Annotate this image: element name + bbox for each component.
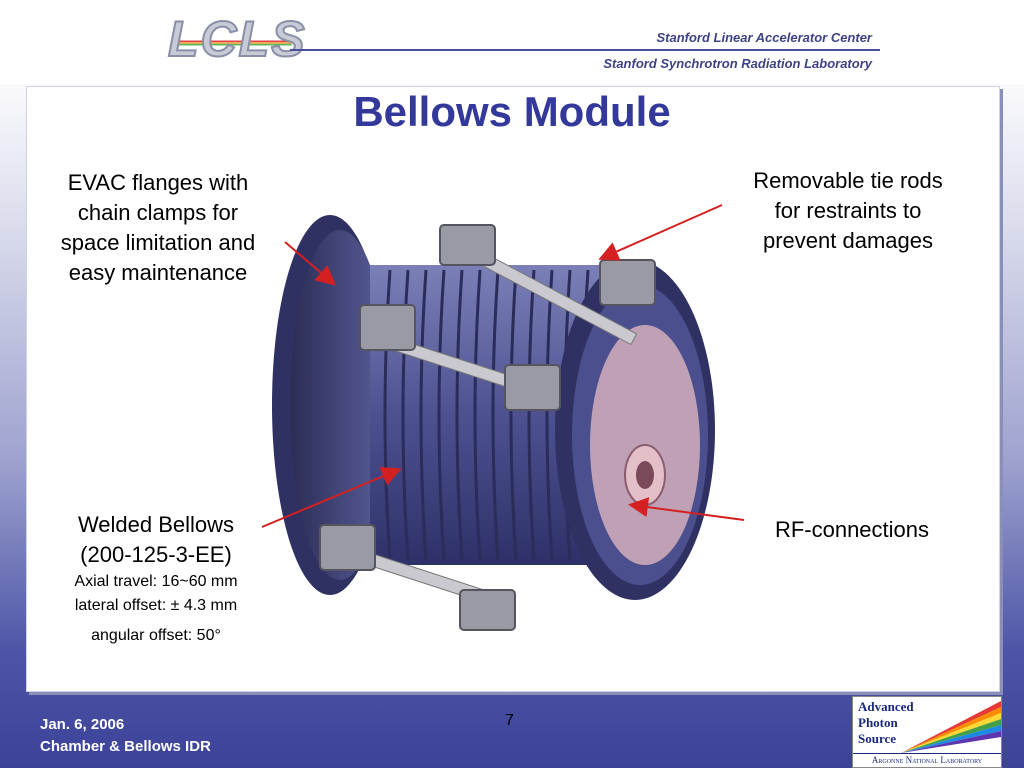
org-line-2: Stanford Synchrotron Radiation Laborator… [603,56,872,71]
org-line-1: Stanford Linear Accelerator Center [656,30,872,45]
aps-lab-name: Argonne National Laboratory [853,753,1001,767]
footer-event: Chamber & Bellows IDR [40,738,211,755]
footer-info: Jan. 6, 2006 Chamber & Bellows IDR [40,714,211,758]
logo-text: LCLS [167,10,307,68]
label-rf: RF-connections [774,517,930,542]
logo-stripes [175,40,292,46]
footer-date: Jan. 6, 2006 [40,716,125,733]
label-bellows: Welded Bellows (200-125-3-EE) Axial trav… [74,512,238,644]
label-evac: EVAC flanges with chain clamps for space… [60,170,256,285]
header-divider [290,49,880,51]
label-tie-rods: Removable tie rods for restraints to pre… [753,168,943,253]
aps-text: Advanced Photon Source [858,699,914,746]
arrow-tie-rods [598,204,723,261]
header: LCLS Stanford Linear Accelerator Center … [0,0,1024,84]
arrow-evac [284,241,337,286]
page-number: 7 [505,712,514,729]
arrow-bellows [261,466,402,528]
bellows-illustration [272,215,715,631]
arrow-rf [628,497,745,521]
lcls-logo: LCLS [150,10,306,70]
page-title: Bellows Module [353,88,671,135]
aps-logo: Advanced Photon Source Argonne National … [852,696,1002,768]
aps-rainbow [901,701,1001,753]
